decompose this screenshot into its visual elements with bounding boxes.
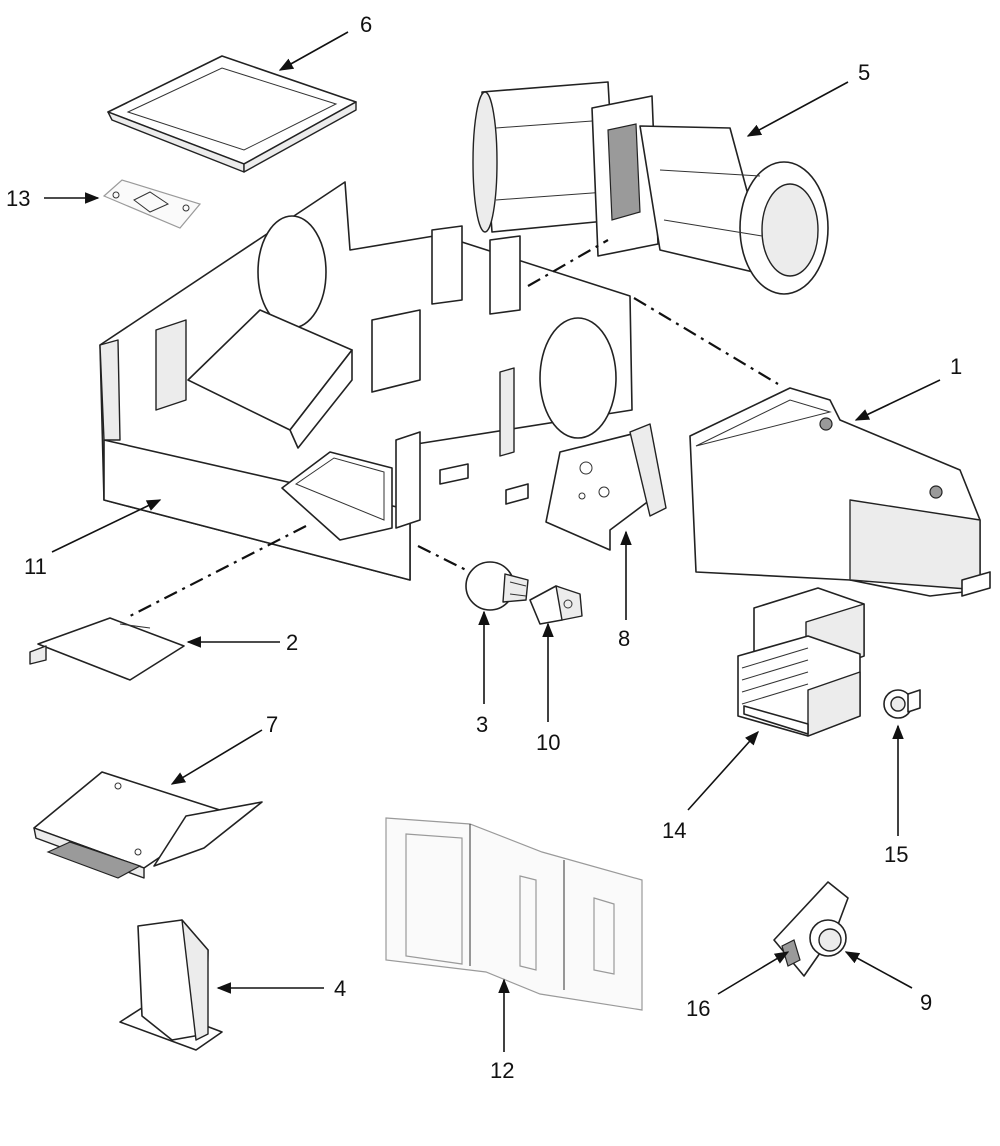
- part-1-duct: [689, 387, 991, 597]
- callout-4: 4: [334, 976, 346, 1001]
- part-10-socket: [529, 585, 583, 625]
- callout-1: 1: [950, 354, 962, 379]
- alignment-lines: [129, 239, 779, 617]
- callout-5: 5: [858, 60, 870, 85]
- part-13-gasket: [102, 179, 202, 229]
- leader-arrows: [44, 31, 941, 1052]
- callout-8: 8: [618, 626, 630, 651]
- callout-11: 11: [24, 554, 47, 579]
- callout-14: 14: [662, 818, 686, 843]
- part-7-shield: [33, 771, 263, 879]
- callout-7: 7: [266, 712, 278, 737]
- callout-10: 10: [536, 730, 560, 755]
- part-12-panel: [385, 817, 643, 1011]
- callout-9: 9: [920, 990, 932, 1015]
- part-5-blower: [472, 81, 829, 295]
- part-8-bracket: [545, 423, 667, 551]
- part-6-frame: [107, 55, 357, 173]
- callout-2: 2: [286, 630, 298, 655]
- callout-3: 3: [476, 712, 488, 737]
- callout-15: 15: [884, 842, 908, 867]
- callout-labels: 1 2 3 4 5 6 7 8 9 10 11 12 13 14 15 16: [6, 12, 962, 1083]
- part-4-damper: [119, 919, 223, 1051]
- part-3-bulb: [465, 561, 529, 611]
- part-11-housing: [99, 181, 633, 581]
- callout-13: 13: [6, 186, 30, 211]
- callout-12: 12: [490, 1058, 514, 1083]
- part-2-plate: [29, 617, 185, 681]
- callout-16: 16: [686, 996, 710, 1021]
- part-9-16-switch: [773, 881, 849, 977]
- callout-6: 6: [360, 12, 372, 37]
- part-15-thermostat: [883, 689, 921, 719]
- part-14-transformer: [737, 587, 865, 737]
